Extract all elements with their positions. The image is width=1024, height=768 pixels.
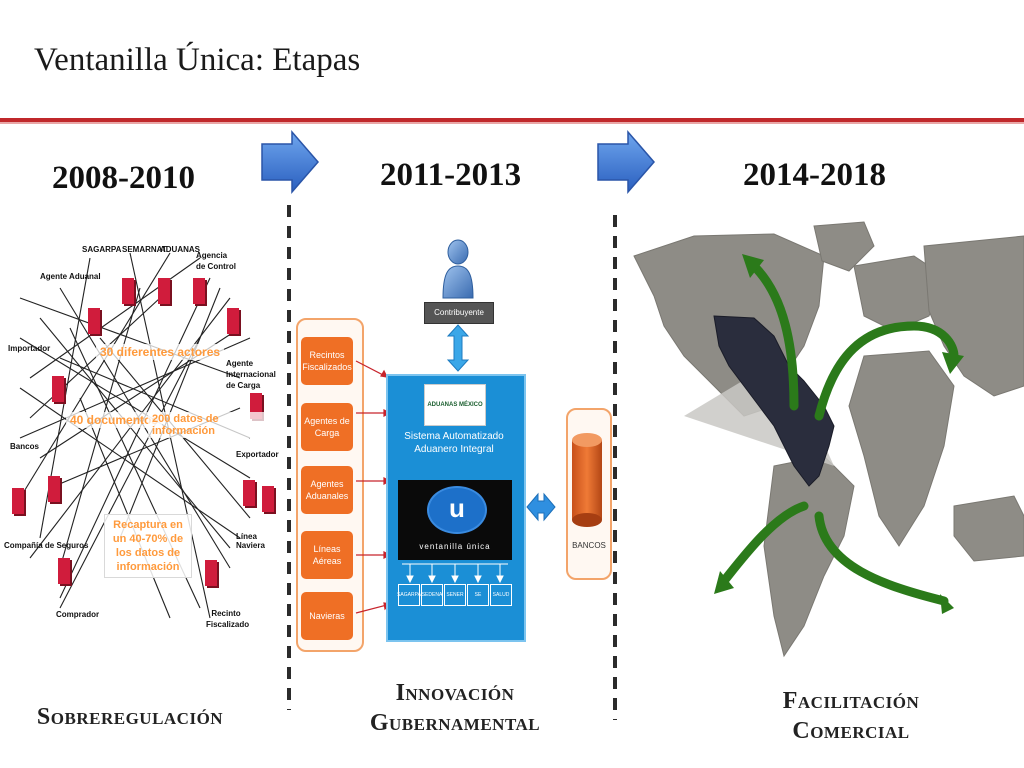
participant-navieras: Navieras xyxy=(301,592,353,640)
agency-box-salud: SALUD xyxy=(490,584,512,606)
actor-label-linea-naviera: Línea Naviera xyxy=(236,532,265,550)
actor-label-agencia-control: Agencia de Control xyxy=(196,251,236,271)
participant-agentes-aduanales: Agentes Aduanales xyxy=(301,466,353,514)
actor-label-agente-internacional: Agente Internacional de Carga xyxy=(226,359,276,390)
actor-cube xyxy=(88,308,100,334)
actor-label-sagarpa: SAGARPA xyxy=(82,245,122,254)
actor-label-bancos: Bancos xyxy=(10,442,39,451)
banner-data: 200 datos de información xyxy=(148,412,280,438)
system-label: Sistema Automatizado Aduanero Integral xyxy=(404,431,504,455)
actor-cube xyxy=(122,278,134,304)
aduanas-logo: ADUANAS MÉXICO xyxy=(424,384,486,426)
stage3-caption-line1: Facilitación xyxy=(782,688,920,714)
actor-label-exportador: Exportador xyxy=(236,450,279,459)
actor-label-recinto-fiscalizado: Recinto Fiscalizado xyxy=(206,609,250,629)
actor-label-semarnat: SEMARNAT xyxy=(122,245,167,254)
actor-cube xyxy=(52,376,64,402)
stage3-caption: Facilitación Comercial xyxy=(736,686,966,746)
participant-recintos-fiscalizados: Recintos Fiscalizados xyxy=(301,337,353,385)
agency-row: SAGARPA SEDENA SENER SE SALUD xyxy=(397,584,512,606)
contributor-label: Contribuyente xyxy=(424,302,494,324)
double-arrow-horizontal xyxy=(526,492,556,522)
stage3-caption-line2: Comercial xyxy=(792,718,910,744)
actor-cube xyxy=(58,558,70,584)
actor-label-importador: Importador xyxy=(8,344,51,353)
actor-cube xyxy=(48,476,60,502)
agency-box-se: SE xyxy=(467,584,489,606)
network-lines xyxy=(19,252,251,619)
actor-cube xyxy=(243,480,255,506)
slide-title: Ventanilla Única: Etapas xyxy=(34,42,361,78)
actor-cube xyxy=(227,308,239,334)
stage2-caption-line1: Innovación xyxy=(395,680,515,706)
contributor-person-icon xyxy=(442,239,474,299)
actor-label-comprador: Comprador xyxy=(56,610,100,619)
participant-label: Recintos Fiscalizados xyxy=(302,350,352,372)
double-arrow-vertical xyxy=(446,324,470,372)
stage1-caption: Sobreregulación xyxy=(10,702,250,732)
stage2-years: 2011-2013 xyxy=(380,157,522,193)
banks-label: BANCOS xyxy=(572,541,606,550)
title-divider xyxy=(0,118,1024,122)
agency-arrows xyxy=(402,563,508,584)
title-divider-shadow xyxy=(0,122,1024,124)
vu-logo-text: ventanilla única xyxy=(419,542,491,551)
stage2-caption-line2: Gubernamental xyxy=(369,710,541,736)
banner-recapture: Recaptura en un 40-70% de los datos de i… xyxy=(104,514,192,578)
banner-documents: 40 documentos xyxy=(66,412,163,428)
participant-label: Navieras xyxy=(309,611,345,621)
actor-cube xyxy=(193,278,205,304)
stage3-years: 2014-2018 xyxy=(743,157,886,193)
transition-arrow-1 xyxy=(261,129,319,195)
transition-arrow-2 xyxy=(597,129,655,195)
separator-1 xyxy=(287,205,291,710)
stage2-caption: Innovación Gubernamental xyxy=(340,678,570,738)
actor-cube xyxy=(158,278,170,304)
stage1-network-diagram: SAGARPA SEMARNAT ADUANAS Agencia de Cont… xyxy=(0,238,280,638)
ventanilla-unica-logo: u ventanilla única xyxy=(398,480,512,560)
stage1-years: 2008-2010 xyxy=(52,160,195,196)
actor-label-aduanas: ADUANAS xyxy=(160,245,200,254)
actor-label-agente-aduanal: Agente Aduanal xyxy=(40,272,101,281)
separator-2 xyxy=(613,215,617,720)
banks-cylinder-icon xyxy=(572,433,602,527)
vu-logo-circle: u xyxy=(427,486,487,534)
participant-lineas-aereas: Líneas Aéreas xyxy=(301,531,353,579)
actor-cube xyxy=(262,486,274,512)
participant-label: Agentes Aduanales xyxy=(305,479,349,501)
participant-label: Líneas Aéreas xyxy=(312,544,342,566)
actor-cube xyxy=(205,560,217,586)
actor-cube xyxy=(12,488,24,514)
banner-actors: 30 diferentes actores xyxy=(96,344,225,360)
agency-box-sedena: SEDENA xyxy=(421,584,443,606)
participant-agentes-carga: Agentes de Carga xyxy=(301,403,353,451)
mexico-silhouette xyxy=(713,315,835,487)
stage1-caption-line1: Sobreregulación xyxy=(36,704,224,730)
actor-label-compania-seguros: Compañía de Seguros xyxy=(4,541,89,550)
participant-label: Agentes de Carga xyxy=(304,416,350,438)
world-trade-map xyxy=(624,216,1024,668)
agency-box-sagarpa: SAGARPA xyxy=(397,584,421,606)
agency-box-sener: SENER xyxy=(444,584,466,606)
